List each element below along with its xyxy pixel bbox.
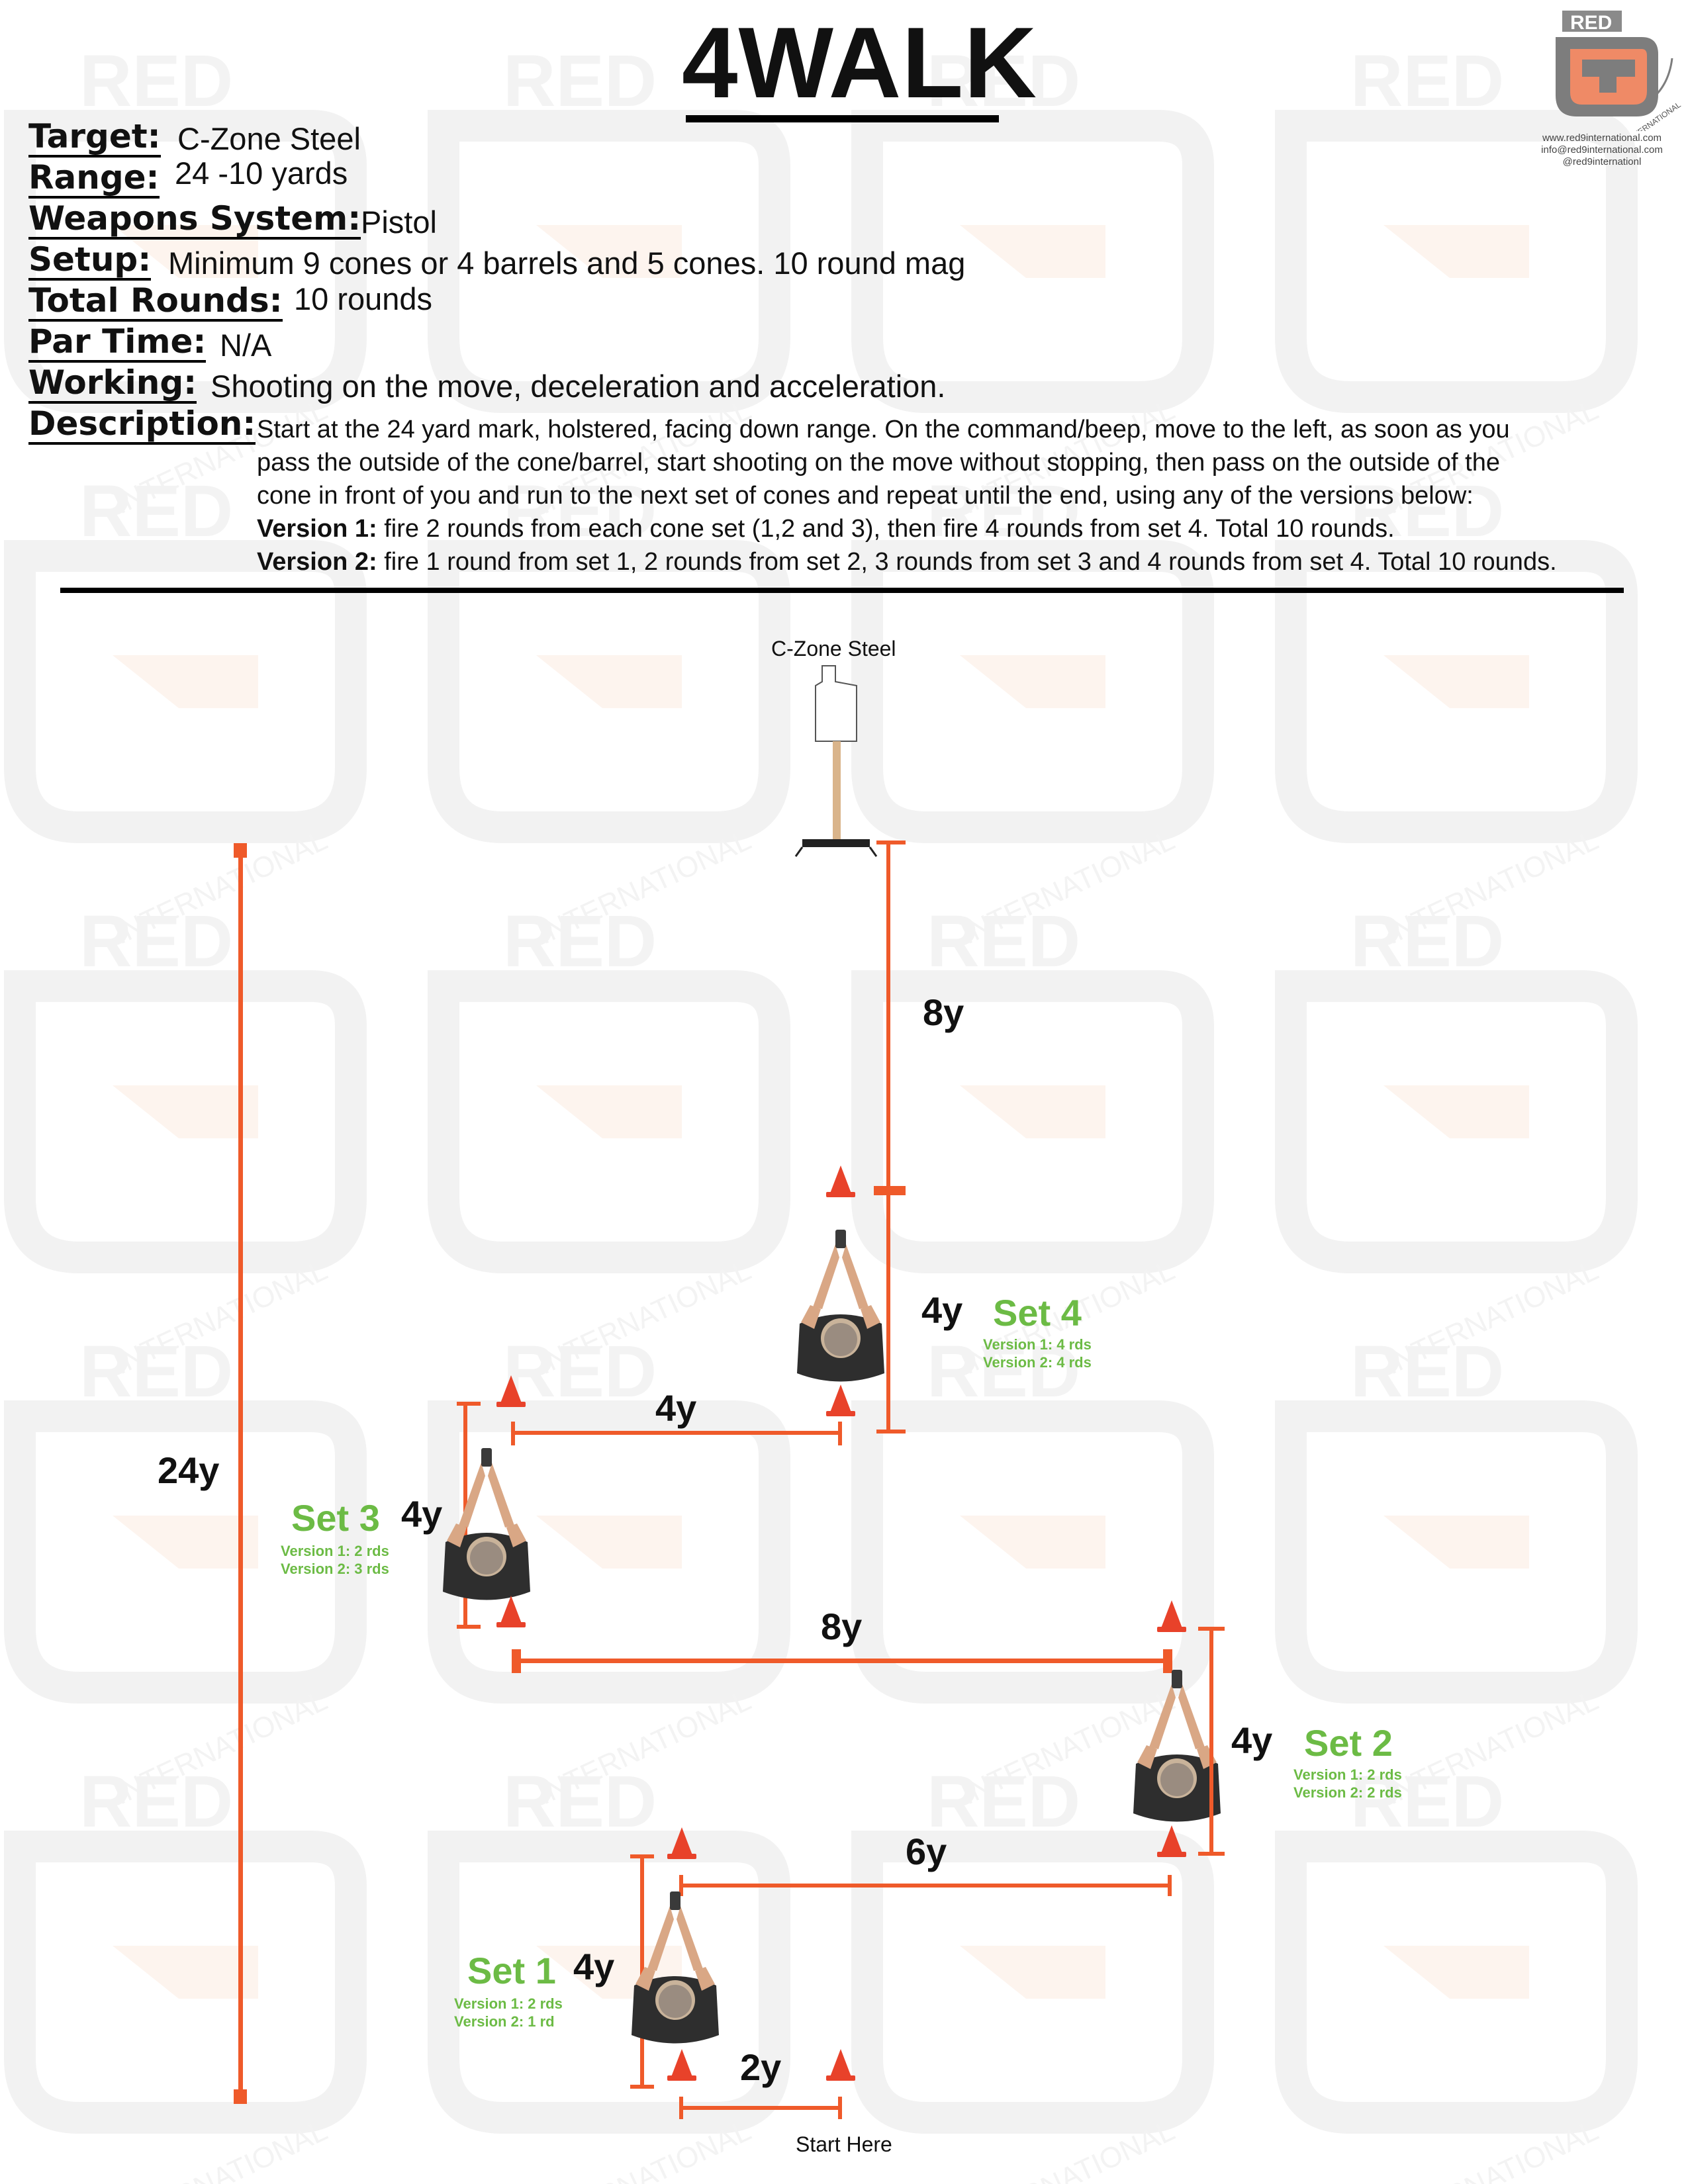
set1-depth-dimension [630,1854,654,2089]
set2-version1: Version 1: 2 rds [1293,1766,1402,1783]
contact-info: www.red9international.com info@red9inter… [1523,132,1681,168]
target-label: Target: [28,118,161,158]
start-width-dimension [679,2097,842,2119]
target-distance-dimension [874,841,906,1433]
rounds-value: 10 rounds [294,281,433,316]
shooter-icon [443,1448,530,1600]
version-2-label: Version 2: [257,548,377,576]
distance-label-set3-set4: 4y [655,1387,697,1429]
range-label: Range: [28,159,160,199]
title-underline [686,115,999,122]
distance-label-target: 8y [923,991,964,1033]
set4-name: Set 4 [993,1292,1082,1334]
version-1-line: Version 1: fire 2 rounds from each cone … [257,512,1687,545]
set1-version2: Version 2: 1 rd [454,2013,555,2030]
logo-icon: RED INTERNATIONAL [1556,11,1683,144]
set2-name: Set 2 [1304,1722,1393,1764]
description-line: cone in front of you and run to the next… [257,482,1474,510]
version-1-label: Version 1: [257,515,377,543]
cone-icon [826,2049,855,2081]
version-2-line: Version 2: fire 1 round from set 1, 2 ro… [257,545,1687,578]
set3-set2-dimension [512,1649,1172,1673]
distance-label-total: 24y [158,1449,220,1491]
target-value: C-Zone Steel [177,121,361,156]
distance-label-set4: 4y [921,1289,963,1331]
working-value: Shooting on the move, deceleration and a… [211,369,946,404]
range-value: 24 -10 yards [175,156,348,191]
start-here-label: Start Here [796,2132,892,2156]
distance-label-set1-set2: 6y [906,1831,947,1872]
shooter-icon [1133,1670,1221,1822]
red9-logo: RED INTERNATIONAL [1542,5,1683,144]
set3-version2: Version 2: 3 rds [281,1561,389,1577]
rounds-label: Total Rounds: [28,282,283,322]
distance-label-start: 2y [740,2046,782,2088]
setup-label: Setup: [28,241,152,281]
set4-version2: Version 2: 4 rds [983,1354,1092,1371]
working-label: Working: [28,364,197,404]
cone-icon [667,2049,696,2081]
distance-label-set3-set2: 8y [821,1606,863,1647]
cone-icon [496,1375,526,1407]
set2-version2: Version 2: 2 rds [1293,1784,1402,1801]
set4-version1: Version 1: 4 rds [983,1336,1092,1353]
set1-name: Set 1 [467,1950,556,1991]
description-line: pass the outside of the cone/barrel, sta… [257,449,1500,477]
par-time-label: Par Time: [28,323,207,363]
set3-set4-dimension [511,1422,842,1445]
cone-icon [1157,1825,1186,1857]
set2-depth-dimension [1198,1627,1225,1856]
contact-email: info@red9international.com [1541,144,1663,156]
page-title: 4WALK [682,7,1037,119]
weapons-value: Pistol [361,205,437,240]
shooter-icon [797,1230,884,1382]
description-label: Description: [28,405,256,445]
contact-handle: @red9internationl [1562,156,1642,167]
description-line: Start at the 24 yard mark, holstered, fa… [257,416,1510,443]
distance-label-set3: 4y [401,1493,443,1535]
version-1-text: fire 2 rounds from each cone set (1,2 an… [377,515,1395,543]
cone-icon [826,1165,855,1197]
set1-set2-dimension [679,1875,1172,1896]
distance-label-set1: 4y [573,1946,615,1987]
total-distance-bar [234,843,247,2104]
target-label: C-Zone Steel [771,637,896,660]
setup-value: Minimum 9 cones or 4 barrels and 5 cones… [168,246,966,281]
cone-icon [826,1385,855,1416]
description-text: Start at the 24 yard mark, holstered, fa… [257,413,1687,578]
cone-icon [667,1827,696,1859]
shooter-icon [632,1891,719,2044]
contact-website: www.red9international.com [1542,132,1662,144]
weapons-label: Weapons System: [28,200,361,240]
set1-version1: Version 1: 2 rds [454,1995,563,2012]
par-time-value: N/A [220,328,272,363]
cone-icon [496,1596,526,1627]
c-zone-steel-target-icon [794,665,878,857]
set3-name: Set 3 [291,1497,380,1539]
distance-label-set2: 4y [1231,1719,1273,1761]
cone-icon [1157,1600,1186,1632]
section-divider [60,588,1624,593]
version-2-text: fire 1 round from set 1, 2 rounds from s… [377,548,1557,576]
logo-text: RED [1570,12,1612,34]
set3-version1: Version 1: 2 rds [281,1543,389,1559]
